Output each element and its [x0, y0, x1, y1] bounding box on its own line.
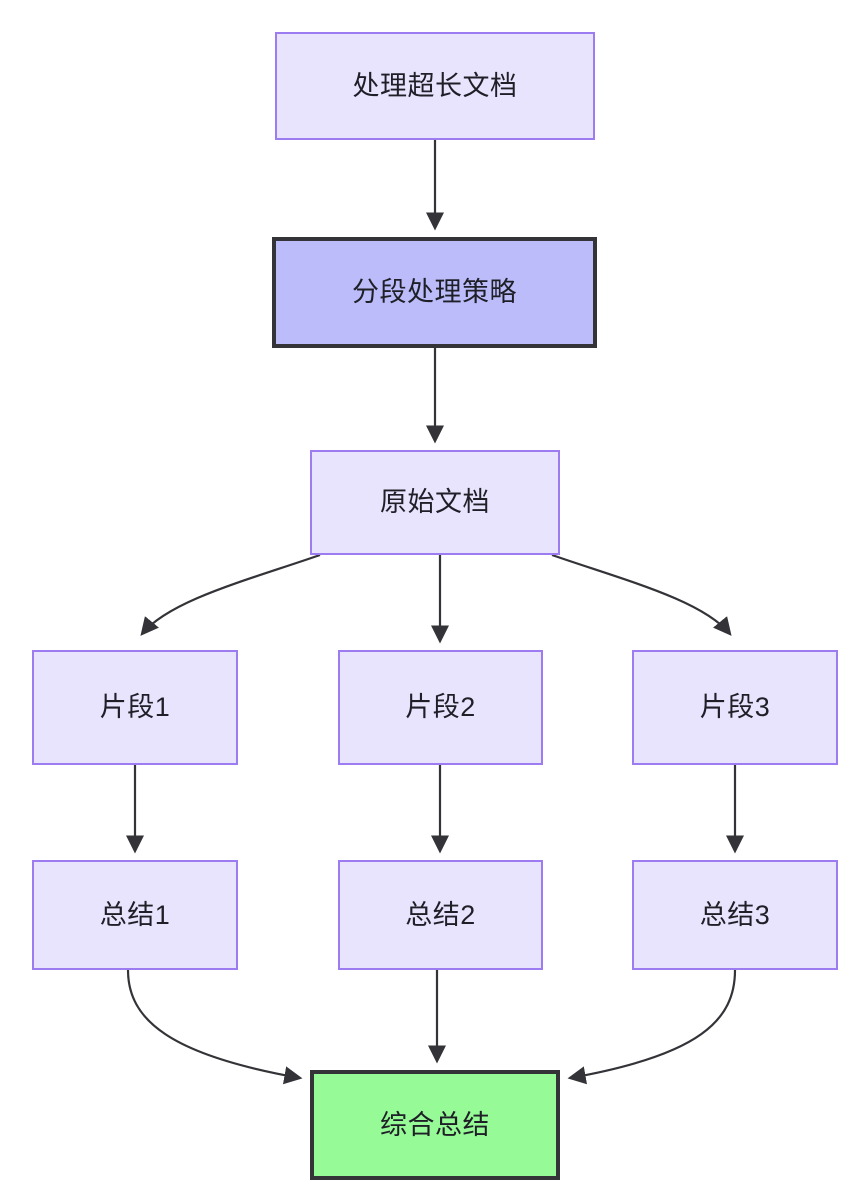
- node-label: 总结2: [405, 899, 476, 930]
- node-combined-summary[interactable]: 综合总结: [310, 1070, 560, 1180]
- edge-summary3-to-final: [567, 969, 737, 1085]
- node-chunking-strategy[interactable]: 分段处理策略: [272, 237, 597, 348]
- node-source-document[interactable]: 原始文档: [310, 450, 560, 555]
- node-summary-2[interactable]: 总结2: [338, 860, 543, 970]
- node-chunk-3[interactable]: 片段3: [632, 650, 838, 765]
- node-label: 处理超长文档: [352, 70, 518, 101]
- node-label: 总结1: [99, 899, 171, 930]
- node-summary-1[interactable]: 总结1: [32, 860, 238, 970]
- edge-summary1-to-final: [126, 969, 303, 1085]
- edge-source-to-chunk1: [140, 553, 321, 636]
- node-chunk-1[interactable]: 片段1: [32, 650, 238, 765]
- node-process-long-document[interactable]: 处理超长文档: [275, 32, 595, 140]
- node-summary-3[interactable]: 总结3: [632, 860, 838, 970]
- node-label: 片段1: [99, 692, 171, 723]
- node-label: 片段2: [405, 692, 476, 723]
- node-label: 分段处理策略: [352, 277, 517, 308]
- node-label: 原始文档: [380, 487, 490, 518]
- edge-source-to-chunk3: [551, 553, 732, 636]
- node-label: 综合总结: [380, 1109, 490, 1140]
- node-chunk-2[interactable]: 片段2: [338, 650, 543, 765]
- node-label: 片段3: [699, 692, 771, 723]
- node-label: 总结3: [699, 899, 771, 930]
